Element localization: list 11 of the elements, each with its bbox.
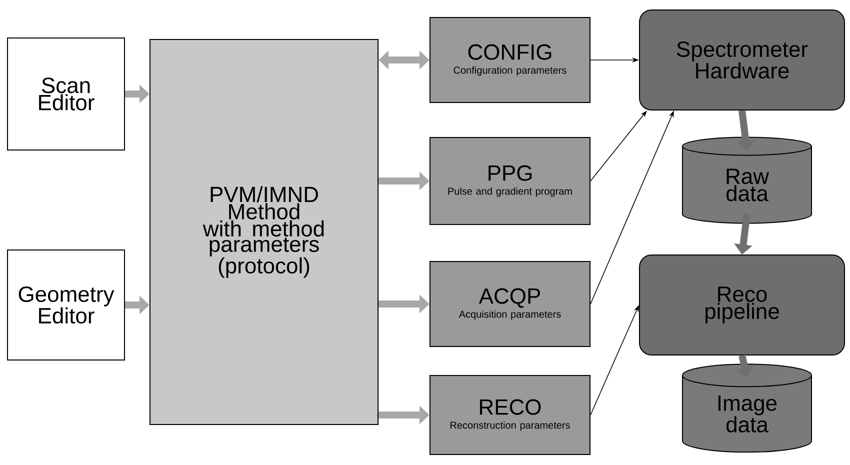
parameter-box: ACQP Acquisition parameters — [430, 261, 590, 347]
pipeline-box: Reco pipeline — [639, 254, 845, 356]
parameter-box: PPG Pulse and gradient program — [430, 137, 590, 225]
parameter-box: RECO Reconstruction parameters — [430, 375, 590, 455]
method-box: PVM/IMND Method with method parameters (protocol) — [150, 39, 378, 425]
hardware-box: Spectrometer Hardware — [639, 10, 845, 110]
editor-box: Geometry Editor — [7, 250, 125, 360]
parameter-box: CONFIG Configuration parameters — [430, 17, 590, 103]
data-cylinder: Image data — [682, 364, 812, 453]
data-cylinder: Raw data — [682, 136, 812, 224]
editor-box: Scan Editor — [7, 38, 125, 150]
